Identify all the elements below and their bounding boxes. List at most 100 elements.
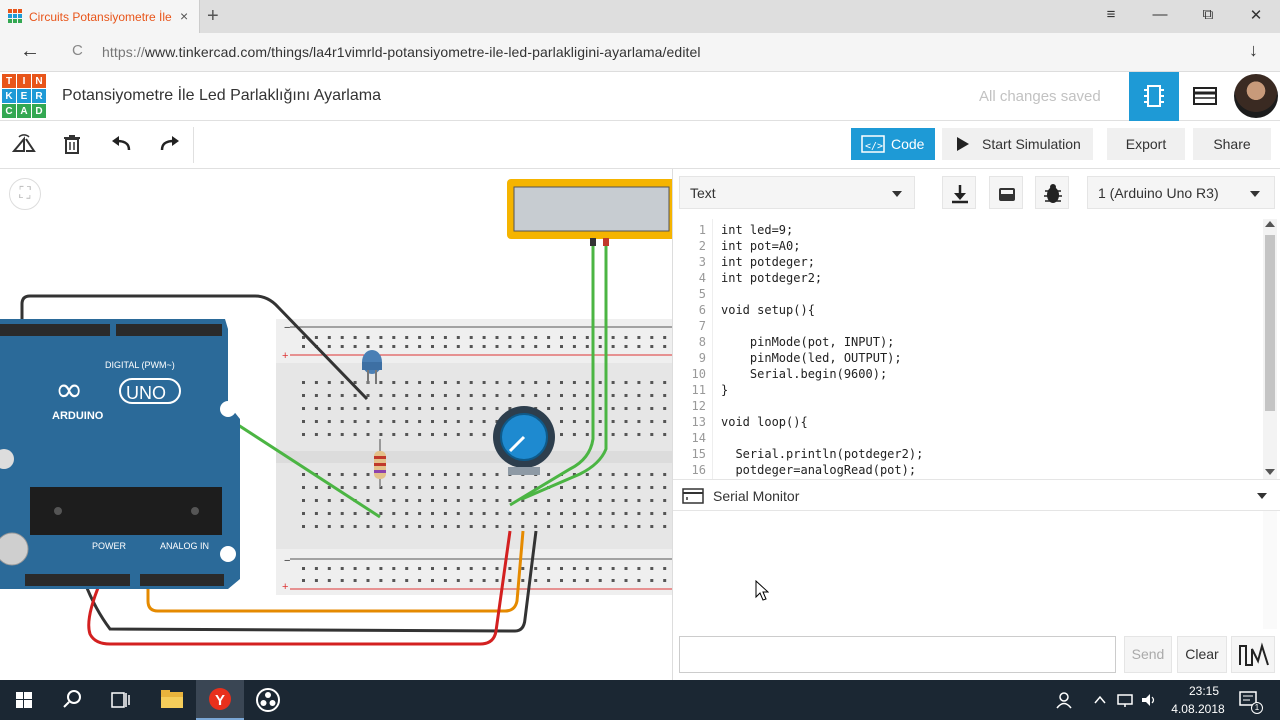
search-icon[interactable] [48,680,96,720]
tinkercad-logo[interactable]: T I N K E R C A D [2,74,46,118]
line-number: 1 [698,223,706,237]
user-avatar[interactable] [1234,74,1278,118]
code-button[interactable]: </> Code [851,128,935,160]
code-line: int potdeger; [721,255,815,269]
network-icon[interactable] [1116,692,1134,708]
url-scheme: https:// [102,44,145,60]
download-code-button[interactable] [942,176,976,209]
schematic-list-view-button[interactable] [1180,72,1230,121]
chevron-down-icon[interactable] [1257,493,1267,499]
logo-letter: C [2,104,16,118]
code-editor-icon: </> [861,135,885,153]
reload-icon[interactable]: C [72,42,83,59]
redo-icon[interactable] [156,131,182,157]
tab-title: Circuits Potansiyometre İle [29,10,172,24]
library-box-icon [999,188,1015,201]
wire-black-top[interactable] [20,294,369,401]
serial-scrollbar[interactable] [1263,511,1277,629]
back-arrow-icon[interactable]: ← [20,40,40,62]
breadboard[interactable]: − + − + [276,319,672,595]
editor-scrollbar[interactable] [1263,219,1277,479]
windows-start-icon[interactable] [0,680,48,720]
wire-green-lcd-1[interactable] [509,246,595,507]
minimize-icon[interactable]: — [1152,6,1168,23]
lcd-display-component[interactable] [507,179,672,246]
undo-icon[interactable] [109,131,135,157]
obs-studio-icon[interactable] [244,680,292,720]
serial-graph-button[interactable] [1231,636,1275,673]
svg-text:−: − [284,555,290,567]
download-icon[interactable]: ↓ [1249,40,1258,60]
arduino-model-text: UNO [126,383,166,403]
start-simulation-label: Start Simulation [982,136,1081,152]
new-tab-icon[interactable]: + [207,5,219,27]
browser-tab[interactable]: Circuits Potansiyometre İle × [0,0,200,33]
code-line: void loop(){ [721,415,808,429]
wire-green-lcd-2[interactable] [521,246,608,501]
libraries-button[interactable] [989,176,1023,209]
play-icon [957,137,969,151]
logo-letter: K [2,89,16,103]
clock-date[interactable]: 4.08.2018 [1171,702,1225,716]
device-dropdown[interactable]: 1 (Arduino Uno R3) [1087,176,1275,209]
svg-text:+: + [282,581,288,593]
logo-letter: T [2,74,16,88]
clear-button[interactable]: Clear [1177,636,1227,673]
tab-close-icon[interactable]: × [180,8,189,24]
code-line: int pot=A0; [721,239,801,253]
potentiometer[interactable] [493,406,555,475]
chevron-down-icon [1250,191,1260,197]
notification-count-badge: 1 [1251,702,1263,714]
file-explorer-icon[interactable] [148,680,196,720]
scroll-up-icon[interactable] [1265,221,1275,227]
close-window-icon[interactable]: ✕ [1249,7,1263,24]
serial-input-field[interactable] [679,636,1116,673]
code-line: pinMode(led, OUTPUT); [721,351,902,365]
url-field[interactable]: https://www.tinkercad.com/things/la4r1vi… [102,44,701,60]
app-header: T I N K E R C A D Potansiyometre İle Led… [0,72,1280,121]
scroll-down-icon[interactable] [1265,469,1275,475]
delete-trash-icon[interactable] [59,131,85,157]
debugger-button[interactable] [1035,176,1069,209]
send-button[interactable]: Send [1124,636,1172,673]
project-title[interactable]: Potansiyometre İle Led Parlaklığını Ayar… [62,87,381,104]
export-button[interactable]: Export [1107,128,1185,160]
save-status: All changes saved [979,88,1101,105]
editor-toolbar: </> Code Start Simulation Export Share [0,121,1280,169]
circuit-view-button[interactable] [1129,72,1179,121]
svg-text:−: − [284,322,290,334]
circuit-canvas[interactable]: ⛶ − + − + [0,169,672,680]
task-view-icon[interactable] [96,680,144,720]
serial-monitor-header[interactable]: Serial Monitor [673,479,1280,511]
wire-red-5v[interactable] [87,530,512,646]
people-icon[interactable] [1056,691,1076,709]
volume-icon[interactable] [1140,692,1158,708]
line-number: 4 [698,271,706,285]
rotate-icon[interactable] [11,131,37,157]
yandex-browser-taskbar-item[interactable]: Y [196,680,244,720]
restore-icon[interactable]: ⧉ [1202,6,1214,23]
start-simulation-button[interactable]: Start Simulation [942,128,1093,160]
resistor[interactable] [374,439,386,487]
code-mode-dropdown[interactable]: Text [679,176,915,209]
wire-orange-a0[interactable] [146,530,525,613]
graph-waveform-icon [1239,642,1269,666]
notification-center-icon[interactable] [1238,690,1260,710]
line-number: 15 [691,447,706,461]
browser-menu-icon[interactable]: ≡ [1106,6,1116,23]
line-number: 13 [691,415,706,429]
code-line: int led=9; [721,223,794,237]
clock-time[interactable]: 23:15 [1188,684,1220,698]
line-number: 10 [691,367,706,381]
fit-view-icon[interactable]: ⛶ [9,178,41,210]
blue-led[interactable] [362,350,382,384]
url-path: www.tinkercad.com/things/la4r1vimrld-pot… [144,44,701,60]
share-button[interactable]: Share [1193,128,1271,160]
download-icon [952,185,968,204]
chevron-up-icon[interactable] [1093,693,1107,707]
arduino-uno-board[interactable]: ∞ ARDUINO UNO DIGITAL (PWM~) POWER ANALO… [0,319,240,589]
editor-scroll-thumb[interactable] [1265,235,1275,411]
